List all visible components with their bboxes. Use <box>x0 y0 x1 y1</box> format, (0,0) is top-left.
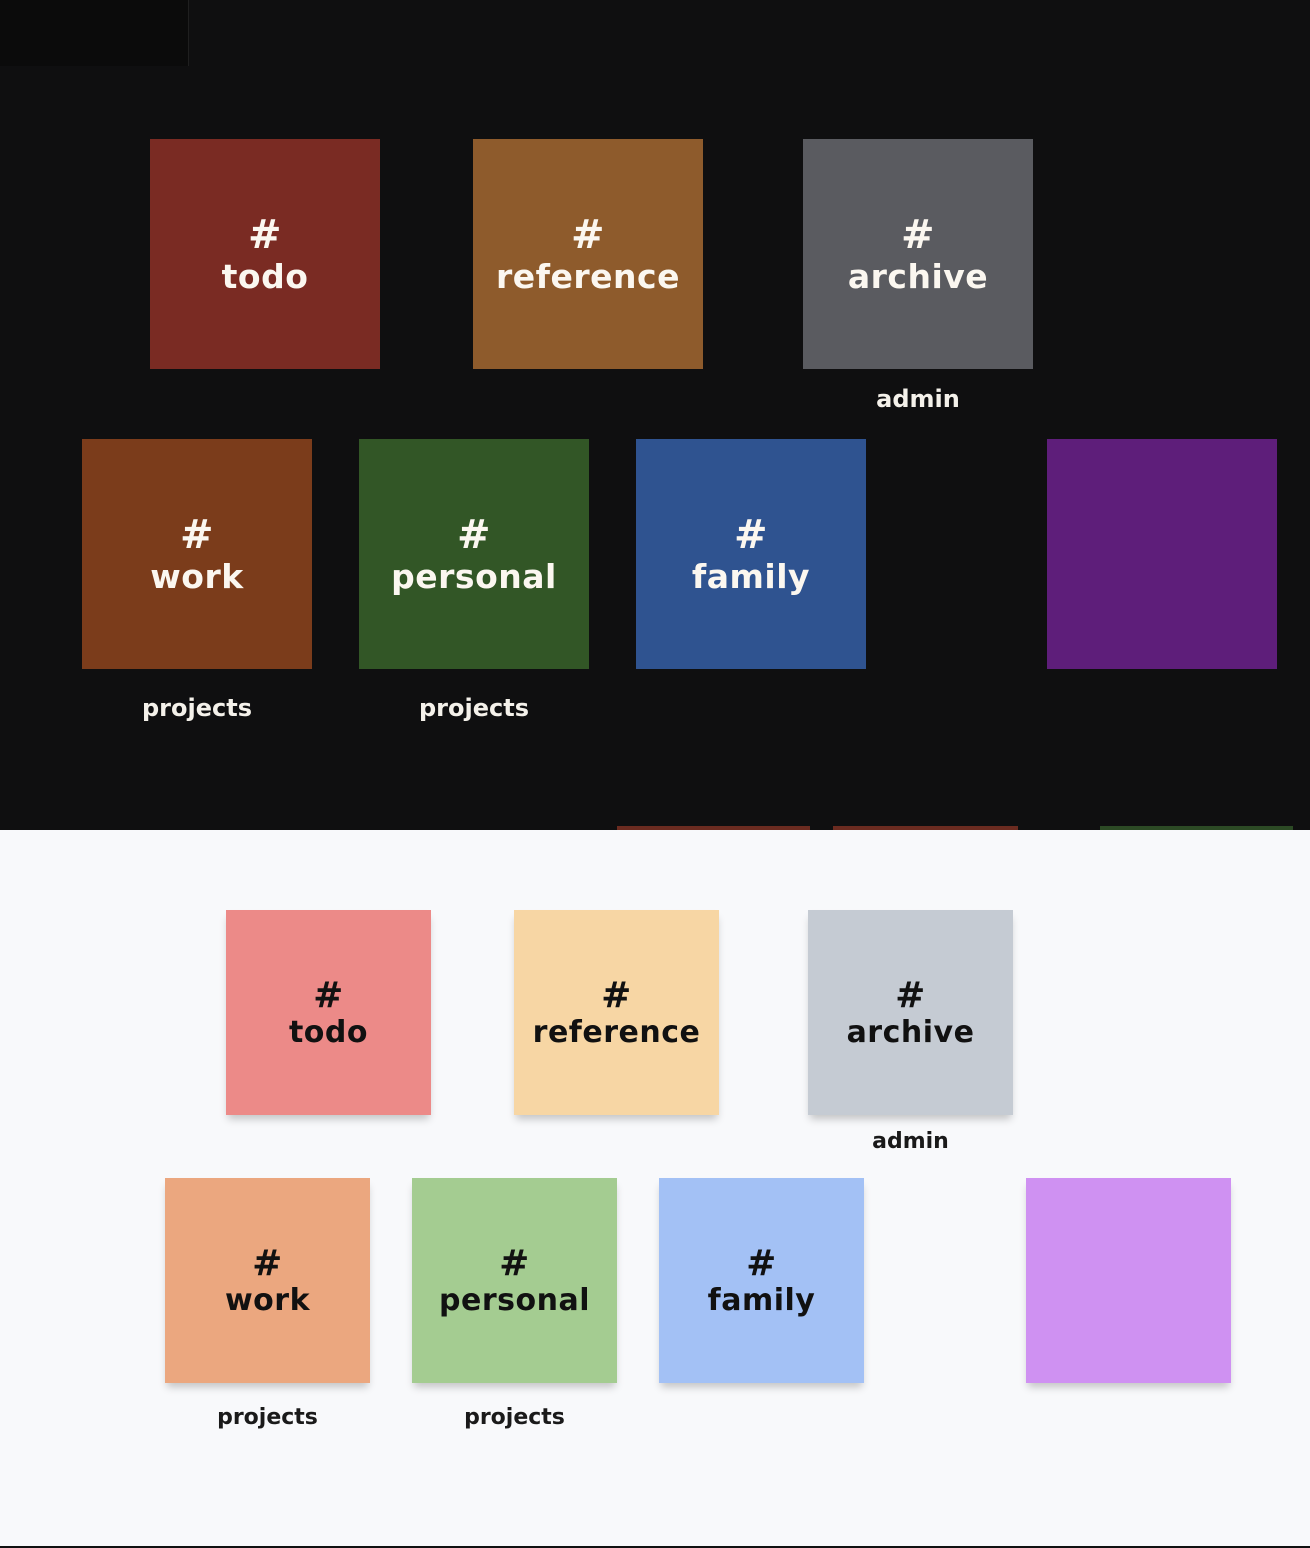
note-tag-label: archive <box>847 257 989 297</box>
note-caption-projects: projects <box>217 1405 318 1430</box>
note-tag-label: todo <box>288 1014 369 1050</box>
partial-note-edge <box>1100 826 1293 830</box>
note-tag-label: archive <box>846 1014 975 1050</box>
toolbar-corner <box>0 0 189 66</box>
note-tag-label: reference <box>532 1014 701 1050</box>
note-tag-label: work <box>150 557 244 597</box>
note-blank[interactable] <box>1026 1178 1231 1383</box>
note-family[interactable]: # family <box>659 1178 864 1383</box>
note-caption-projects: projects <box>142 694 252 722</box>
hash-symbol: # <box>570 212 605 259</box>
note-archive[interactable]: # archive <box>808 910 1013 1115</box>
partial-note-edge <box>617 826 810 830</box>
partial-note-edge <box>833 826 1018 830</box>
note-caption-projects: projects <box>419 694 529 722</box>
hash-symbol: # <box>247 212 282 259</box>
bottom-divider <box>0 1546 1310 1548</box>
note-personal[interactable]: # personal <box>412 1178 617 1383</box>
note-personal[interactable]: # personal <box>359 439 589 669</box>
note-caption-projects: projects <box>464 1405 565 1430</box>
light-theme-board: # todo # reference # archive admin # wor… <box>0 830 1310 1546</box>
hash-symbol: # <box>313 974 344 1016</box>
note-tag-label: work <box>224 1282 311 1318</box>
hash-symbol: # <box>733 512 768 559</box>
note-tag-label: personal <box>391 557 557 597</box>
note-tag-label: reference <box>496 257 680 297</box>
hash-symbol: # <box>252 1242 283 1284</box>
note-archive[interactable]: # archive <box>803 139 1033 369</box>
hash-symbol: # <box>456 512 491 559</box>
note-tag-label: todo <box>221 257 309 297</box>
hash-symbol: # <box>746 1242 777 1284</box>
note-work[interactable]: # work <box>165 1178 370 1383</box>
note-reference[interactable]: # reference <box>473 139 703 369</box>
note-tag-label: personal <box>439 1282 590 1318</box>
note-todo[interactable]: # todo <box>150 139 380 369</box>
hash-symbol: # <box>179 512 214 559</box>
note-tag-label: family <box>691 557 811 597</box>
note-blank[interactable] <box>1047 439 1277 669</box>
note-family[interactable]: # family <box>636 439 866 669</box>
hash-symbol: # <box>499 1242 530 1284</box>
note-work[interactable]: # work <box>82 439 312 669</box>
dark-theme-board: # todo # reference # archive admin # wor… <box>0 0 1310 830</box>
hash-symbol: # <box>895 974 926 1016</box>
note-caption-admin: admin <box>872 1129 949 1154</box>
note-caption-admin: admin <box>876 385 960 413</box>
note-tag-label: family <box>707 1282 816 1318</box>
note-todo[interactable]: # todo <box>226 910 431 1115</box>
hash-symbol: # <box>601 974 632 1016</box>
hash-symbol: # <box>900 212 935 259</box>
note-reference[interactable]: # reference <box>514 910 719 1115</box>
